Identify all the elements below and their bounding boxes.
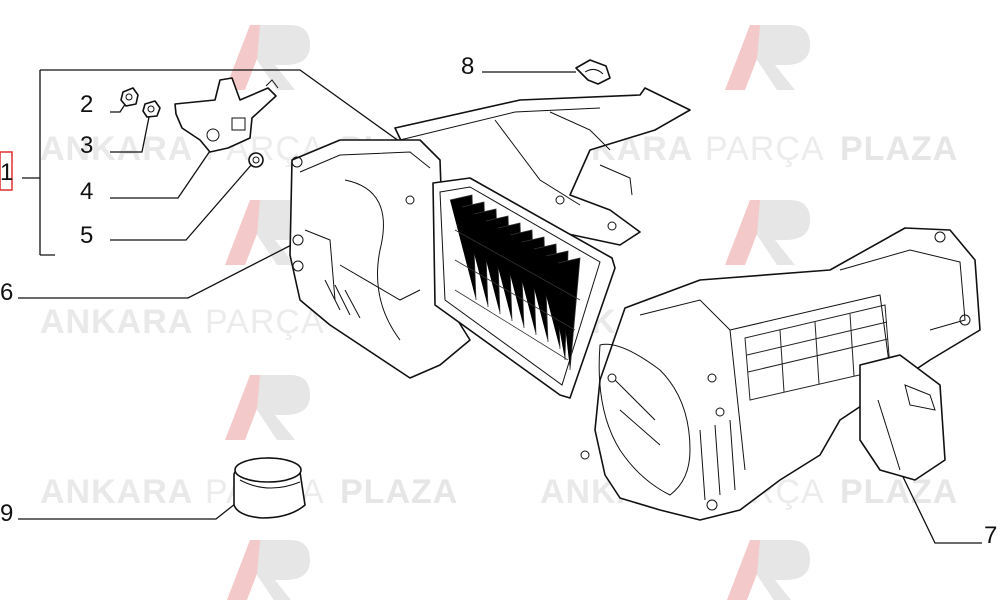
nut-part-3 [142,100,161,118]
left-housing [289,139,471,379]
bracket-1 [22,69,461,256]
callout-1-highlight [0,151,13,191]
blower-housing [580,227,981,521]
leader-5 [110,163,253,241]
washer-part-5 [248,152,264,168]
bracket-part-4 [174,77,279,153]
leader-3 [110,111,151,153]
callout-5[interactable]: 5 [80,222,93,249]
svg-text:ANKARA: ANKARA [40,303,193,341]
svg-text:PLAZA: PLAZA [840,130,958,168]
leader-9 [18,499,241,520]
heater-core-fins [449,194,581,371]
leader-lines [18,69,982,544]
callout-labels: 1 2 3 4 5 6 7 8 9 [0,53,997,549]
callout-9[interactable]: 9 [0,500,13,527]
flap-part-7 [859,354,946,481]
heater-core [432,177,616,399]
heater-housing-assembly [120,59,981,521]
callout-6[interactable]: 6 [0,279,13,306]
watermark-text-row: ANKARA PARÇA PLAZA ANKARA PARÇA PLAZA [40,473,958,511]
svg-text:PARÇA: PARÇA [705,130,825,168]
watermark-logo [726,540,810,600]
watermark-logo [226,540,310,600]
svg-text:PARÇA: PARÇA [205,303,325,341]
watermark-logo [225,375,310,440]
watermark-logo [725,25,810,90]
callout-2[interactable]: 2 [80,91,93,118]
svg-text:ANKARA: ANKARA [40,473,193,511]
callout-7[interactable]: 7 [984,522,997,549]
watermark-logo [725,200,810,265]
leader-6 [18,237,306,299]
callout-8[interactable]: 8 [461,53,474,80]
svg-text:PLAZA: PLAZA [840,473,958,511]
cap-part-9 [233,457,306,519]
svg-text:ANKARA: ANKARA [40,130,193,168]
callout-3[interactable]: 3 [80,132,93,159]
svg-text:PLAZA: PLAZA [340,473,458,511]
small-parts-cluster [120,77,279,168]
nut-part-2 [120,87,139,107]
leader-7 [889,449,982,544]
air-grille [744,304,891,401]
watermark-logo [225,25,310,90]
callout-1[interactable]: 1 [0,159,13,186]
leader-4 [110,147,213,199]
callout-4[interactable]: 4 [80,178,93,205]
clip-part-8 [575,59,611,85]
